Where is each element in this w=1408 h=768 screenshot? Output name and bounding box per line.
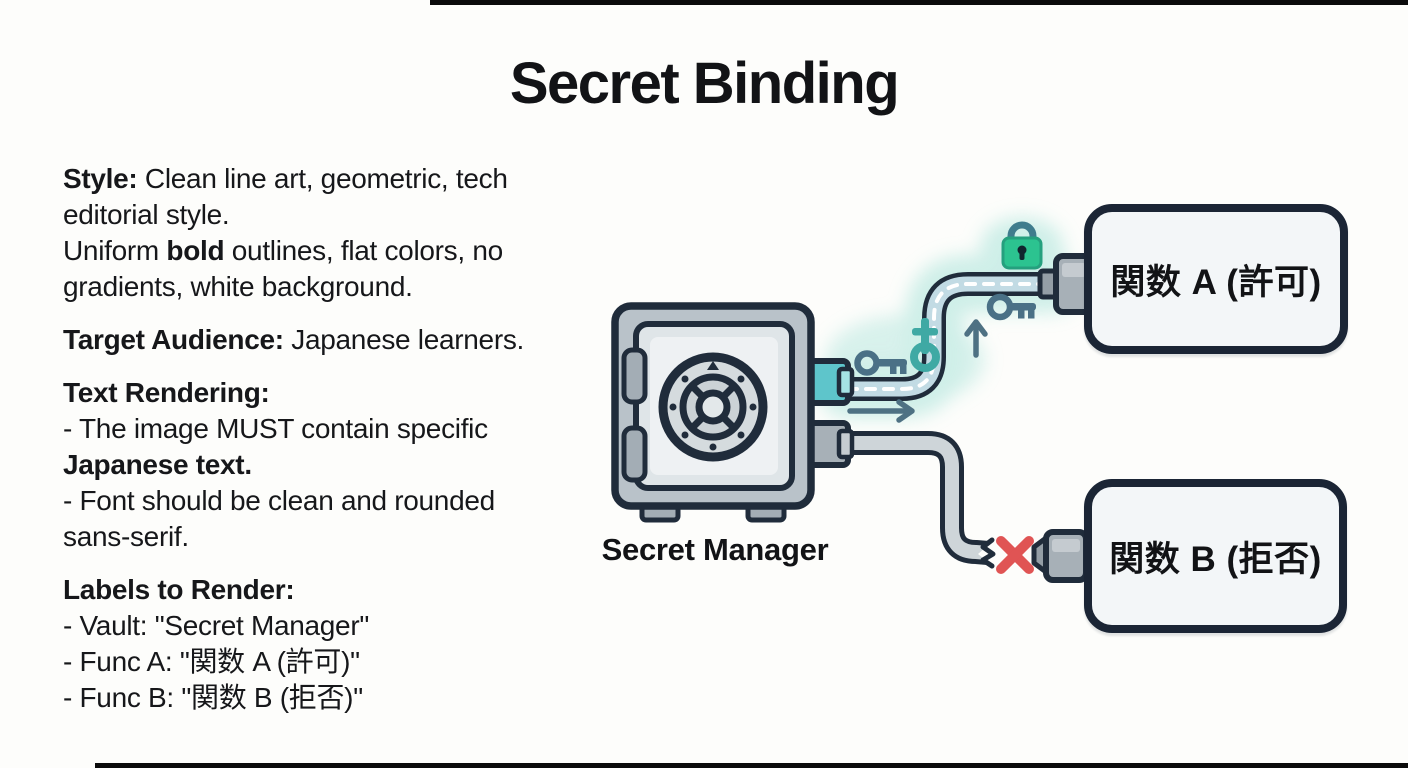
key-icon [986, 293, 1036, 321]
bottom-edge-artifact-bar [95, 763, 1408, 768]
spec-paragraph: Style: Clean line art, geometric, tech e… [63, 161, 593, 305]
right-arrow-icon [847, 399, 915, 423]
lock-icon [1001, 221, 1043, 270]
vault-dial [658, 352, 768, 462]
spec-text-run: - Font should be clean and rounded sans-… [63, 485, 495, 552]
key-icon [854, 350, 907, 376]
spec-text-run: - The image MUST contain specific [63, 413, 488, 444]
function-b-label: 関数 B (拒否) [1109, 539, 1322, 579]
key-icon [910, 318, 940, 372]
spec-paragraph: Target Audience: Japanese learners. [63, 322, 593, 358]
spec-bold-run: Style: [63, 163, 138, 194]
spec-paragraph: Text Rendering: - The image MUST contain… [63, 375, 593, 555]
spec-text: Style: Clean line art, geometric, tech e… [63, 161, 593, 733]
connector-b [1031, 529, 1089, 583]
function-b-box: 関数 B (拒否) [1084, 479, 1347, 633]
spec-text-run: Japanese learners. [283, 324, 525, 355]
vault-hinge [621, 347, 648, 405]
spec-bold-run: Text Rendering: [63, 377, 270, 408]
red-x-icon [996, 536, 1034, 574]
spec-bold-run: Japanese text. [63, 449, 252, 480]
allowed-cable [836, 272, 1058, 401]
vault-label: Secret Manager [601, 532, 829, 567]
spec-text-run: Clean line art, geometric, tech editoria… [63, 163, 508, 266]
vault-hinge [621, 425, 648, 483]
function-a-label: 関数 A (許可) [1110, 262, 1322, 302]
spec-text-run: outlines, flat colors, no gradients, whi… [63, 235, 503, 302]
spec-text-run: - Vault: "Secret Manager" - Func A: "関数 … [63, 610, 369, 713]
spec-paragraph: Labels to Render: - Vault: "Secret Manag… [63, 572, 593, 716]
vault-icon [611, 302, 855, 523]
denied-cable [836, 431, 1000, 572]
up-arrow-icon [964, 319, 988, 358]
function-a-box: 関数 A (許可) [1084, 204, 1348, 354]
spec-bold-run: Target Audience: [63, 324, 284, 355]
spec-bold-run: Labels to Render: [63, 574, 295, 605]
page-title: Secret Binding [509, 51, 900, 116]
spec-bold-run: bold [166, 235, 225, 266]
top-edge-artifact-bar [430, 0, 1408, 5]
